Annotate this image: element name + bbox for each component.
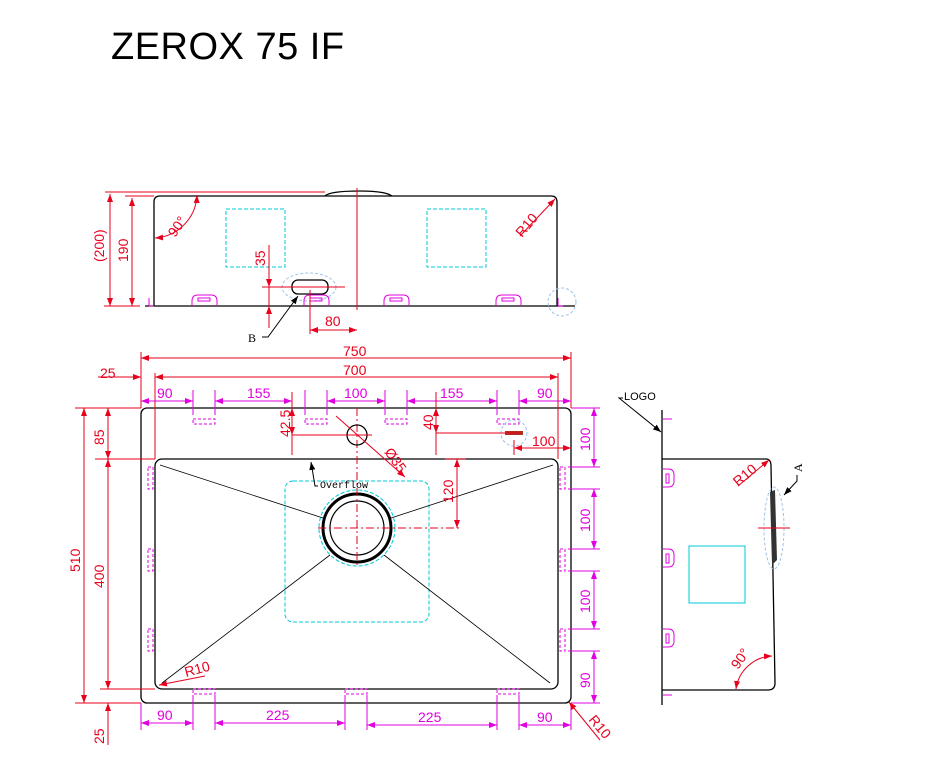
- dim-overall-height: (200): [91, 229, 107, 262]
- side-outline: [662, 458, 776, 691]
- side-view: LOGO A R10 90°: [617, 391, 805, 705]
- dim-overall-depth: 510: [67, 548, 83, 572]
- detail-circle: [547, 287, 577, 317]
- dim-height: 190: [115, 238, 131, 262]
- top-clip-dim-3: 100: [344, 385, 368, 401]
- dim-overall-width: 750: [343, 343, 367, 359]
- overflow-label: Overflow: [320, 480, 368, 492]
- bottom-clip-dim-4: 90: [537, 709, 553, 725]
- bottom-clip-dim-1: 90: [157, 707, 173, 723]
- drawing-title: ZEROX 75 IF: [111, 26, 345, 68]
- callout-a: A: [791, 463, 805, 472]
- front-clip-zone-right: [426, 208, 487, 268]
- tap-bump: [324, 190, 393, 197]
- front-view: (200) 190 35 80 90° R10 B: [91, 188, 577, 345]
- top-clip-dim-4: 155: [440, 385, 464, 401]
- front-outline: [153, 195, 558, 306]
- top-clip-dim-2: 155: [247, 385, 271, 401]
- dim-overflow-height: 35: [252, 250, 268, 266]
- top-clips: [147, 418, 566, 695]
- right-clip-dim-3: 100: [577, 589, 593, 613]
- right-clip-dim-2: 100: [577, 508, 593, 532]
- dim-logo-offset-y: 40: [420, 414, 436, 430]
- dim-bottom-rim: 25: [91, 728, 107, 744]
- dim-overflow-offset: 80: [325, 313, 341, 329]
- callout-b: B: [248, 331, 256, 345]
- dim-width-offset: 25: [100, 365, 116, 381]
- bottom-grid-zone: [284, 480, 430, 623]
- side-dim-radius: R10: [730, 460, 760, 489]
- top-view: 750 700 25 90 155 100 155 90 42.5 Ø35: [67, 343, 615, 745]
- dim-inner-radius: R10: [183, 658, 212, 680]
- logo-label: LOGO: [624, 391, 656, 403]
- dim-logo-offset-x: 100: [532, 433, 556, 449]
- sink-outer-rim: [140, 407, 572, 704]
- front-clips: [148, 294, 563, 307]
- side-clip-zone: [688, 545, 746, 604]
- right-clip-dim-1: 100: [577, 427, 593, 451]
- dim-top-rim: 85: [91, 429, 107, 445]
- bottom-clip-dim-2: 225: [266, 707, 290, 723]
- right-clip-dim-4: 90: [577, 672, 593, 688]
- front-clip-zone-left: [225, 208, 286, 268]
- dim-inner-width: 700: [343, 362, 367, 378]
- top-clip-dim-1: 90: [157, 385, 173, 401]
- bottom-clip-dim-3: 225: [418, 709, 442, 725]
- dim-drain-offset: 120: [440, 479, 456, 503]
- dim-tap-offset: 42.5: [277, 410, 293, 437]
- top-clip-dim-5: 90: [537, 385, 553, 401]
- dim-bowl-depth: 400: [91, 564, 107, 588]
- dim-outer-radius: R10: [586, 712, 615, 742]
- dim-radius: R10: [512, 210, 541, 240]
- side-dim-angle: 90°: [727, 645, 752, 672]
- bowl-slope-lines: [159, 464, 554, 684]
